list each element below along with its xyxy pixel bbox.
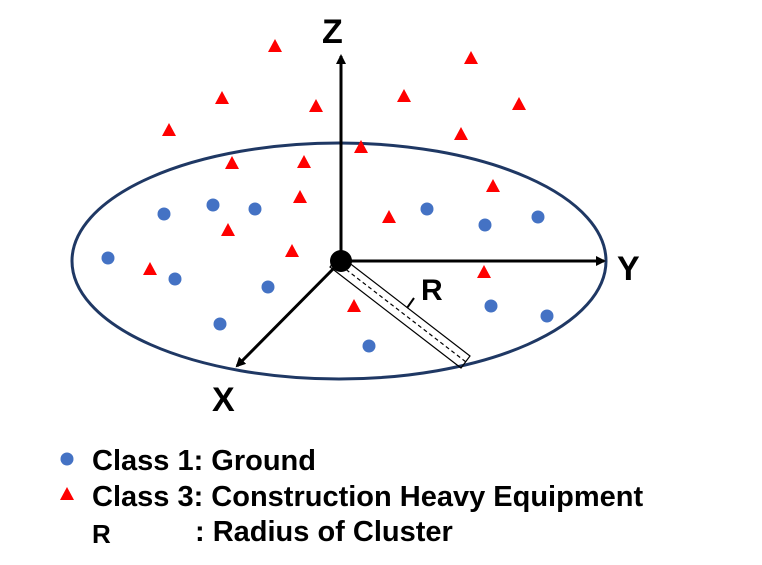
equipment-point <box>285 244 299 257</box>
equipment-point <box>464 51 478 64</box>
ground-point <box>101 251 115 265</box>
ground-point <box>420 202 434 216</box>
equipment-point <box>293 190 307 203</box>
ground-point <box>531 210 545 224</box>
equipment-point <box>221 223 235 236</box>
equipment-point <box>486 179 500 192</box>
equipment-point <box>397 89 411 102</box>
legend-class1-marker <box>60 452 74 466</box>
radius-tick <box>406 297 415 309</box>
y-axis-label: Y <box>617 250 640 288</box>
equipment-point <box>477 265 491 278</box>
equipment-point <box>297 155 311 168</box>
radius-label: R <box>421 274 443 307</box>
equipment-point <box>512 97 526 110</box>
legend-r-label: : Radius of Cluster <box>195 516 453 548</box>
legend-class3-marker <box>60 487 74 500</box>
equipment-point <box>309 99 323 112</box>
ground-point <box>157 207 171 221</box>
ground-point <box>478 218 492 232</box>
equipment-point <box>382 210 396 223</box>
equipment-point <box>454 127 468 140</box>
ground-point <box>206 198 220 212</box>
z-axis-label: Z <box>322 13 343 51</box>
ground-point <box>540 309 554 323</box>
points-layer <box>101 39 554 353</box>
ground-point <box>168 272 182 286</box>
ground-point <box>248 202 262 216</box>
cluster-ellipse <box>70 141 608 381</box>
x-axis-label: X <box>212 381 235 419</box>
ground-point <box>213 317 227 331</box>
legend-class1-label: Class 1: Ground <box>92 445 316 477</box>
x-axis <box>235 259 343 368</box>
equipment-point <box>347 299 361 312</box>
ground-point <box>484 299 498 313</box>
equipment-point <box>354 140 368 153</box>
origin-point <box>330 250 352 272</box>
equipment-point <box>268 39 282 52</box>
equipment-point <box>143 262 157 275</box>
ground-point <box>261 280 275 294</box>
legend-class3-label: Class 3: Construction Heavy Equipment <box>92 481 643 513</box>
equipment-point <box>225 156 239 169</box>
legend: Class 1: Ground Class 3: Construction He… <box>60 445 643 549</box>
equipment-point <box>215 91 229 104</box>
ground-point <box>362 339 376 353</box>
legend-r-symbol: R <box>92 519 111 549</box>
equipment-point <box>162 123 176 136</box>
